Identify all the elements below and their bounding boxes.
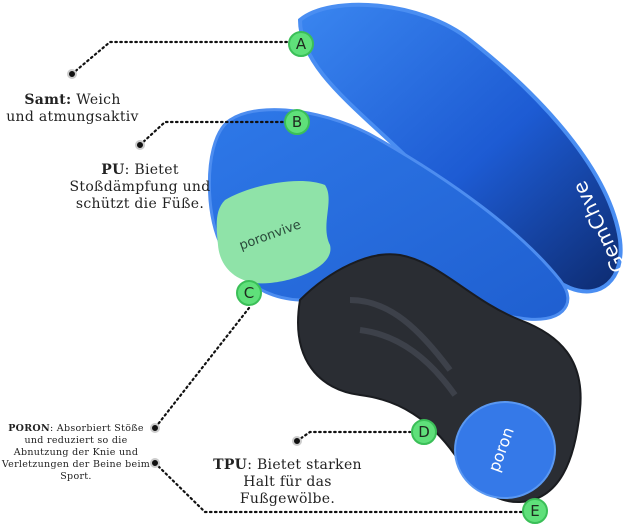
label-pu-line2: Stoßdämpfung und xyxy=(69,179,211,195)
label-pu: PU: Bietet Stoßdämpfung und schützt die … xyxy=(60,162,220,213)
marker-b: B xyxy=(284,109,310,135)
marker-d: D xyxy=(411,419,437,445)
label-poron-title: PORON xyxy=(8,423,50,434)
label-samt-text: Weich xyxy=(76,92,121,108)
label-pu-text: : Bietet xyxy=(124,162,179,178)
label-poron-line3: Abnutzung der Knie und xyxy=(13,447,139,458)
label-tpu: TPU: Bietet starken Halt für das Fußgewö… xyxy=(205,457,370,508)
label-tpu-title: TPU xyxy=(213,457,248,473)
label-samt-line2: und atmungsaktiv xyxy=(6,109,139,125)
marker-a: A xyxy=(288,31,314,57)
label-poron-line5: Sport. xyxy=(60,471,92,482)
label-tpu-line3: Fußgewölbe. xyxy=(239,491,336,507)
heel-poron-pad xyxy=(454,401,556,499)
label-poron-line4: Verletzungen der Beine beim xyxy=(1,459,151,470)
poron-pad xyxy=(216,180,331,284)
marker-e: E xyxy=(522,498,548,524)
label-pu-line3: schützt die Füße. xyxy=(75,196,205,212)
label-tpu-text: : Bietet starken xyxy=(247,457,362,473)
marker-c: C xyxy=(236,280,262,306)
label-poron: PORON: Absorbiert Stöße und reduziert so… xyxy=(0,423,152,483)
label-pu-title: PU xyxy=(101,162,125,178)
label-poron-line2: und reduziert so die xyxy=(24,435,128,446)
label-poron-text: : Absorbiert Stöße xyxy=(49,423,144,434)
label-tpu-line2: Halt für das xyxy=(243,474,332,490)
label-samt-title: Samt: xyxy=(24,92,72,108)
velvet-top-layer xyxy=(297,2,623,294)
label-samt: Samt: Weich und atmungsaktiv xyxy=(0,92,145,126)
